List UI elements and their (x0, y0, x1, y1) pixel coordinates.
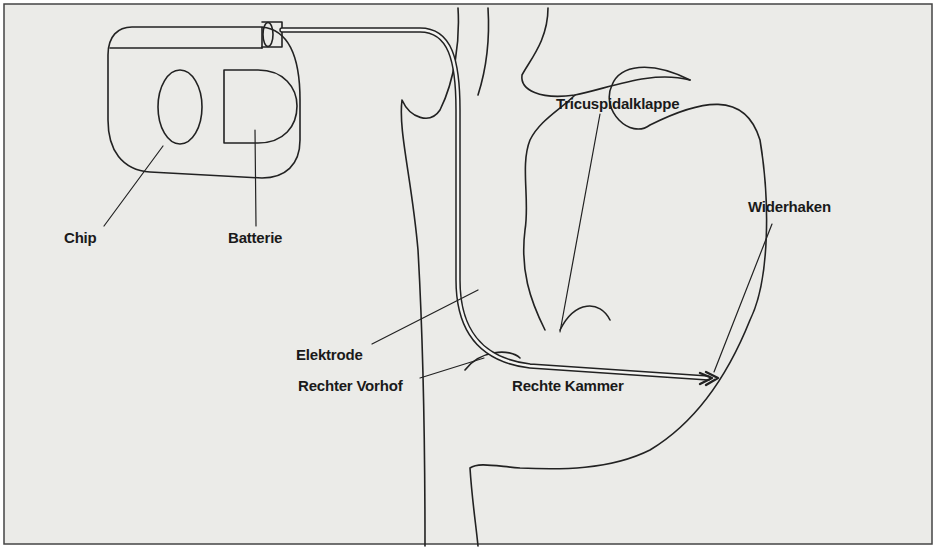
great-vessel (522, 8, 690, 96)
part-label: Rechter Vorhof (298, 377, 402, 395)
tricuspid-valve (560, 306, 610, 330)
leader-line (104, 146, 163, 226)
leader-line (372, 290, 478, 344)
chip-shape (158, 70, 202, 144)
pacemaker-housing (108, 27, 300, 178)
part-label: Widerhaken (748, 198, 831, 216)
connector-opening (263, 23, 273, 47)
housing-band (110, 47, 262, 49)
vessel-left-wall (401, 8, 458, 546)
battery-shape (224, 70, 297, 143)
part-label: Batterie (228, 229, 282, 247)
vessel-right-wall (478, 8, 489, 95)
part-label: Tricuspidalklappe (556, 95, 679, 113)
leader-line (560, 114, 600, 332)
electrode-lead-core (282, 30, 708, 378)
leader-line (420, 358, 484, 378)
connector-tube (262, 22, 282, 47)
electrode-lead (282, 30, 708, 378)
leader-line (714, 224, 772, 372)
heart-outer-contour (470, 67, 767, 546)
panel (4, 4, 932, 544)
part-label: Chip (64, 229, 97, 247)
part-label: Rechte Kammer (512, 377, 624, 395)
leader-line (255, 130, 256, 226)
part-label: Elektrode (296, 346, 363, 364)
barb (700, 372, 718, 385)
